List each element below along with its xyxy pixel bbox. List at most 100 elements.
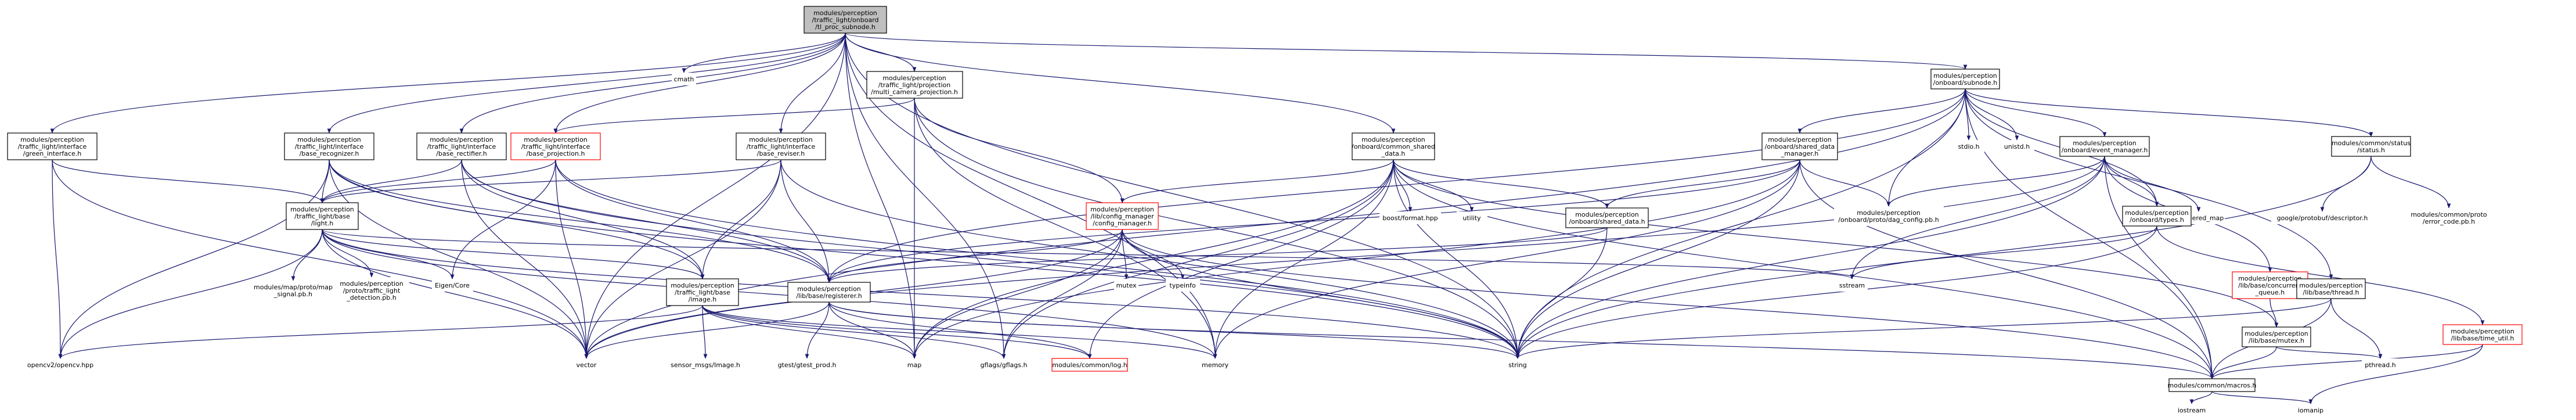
node-label-line: modules/perception [2451, 328, 2514, 335]
node-subnode[interactable]: modules/perception/onboard/subnode.h [1930, 69, 2000, 89]
node-macros[interactable]: modules/common/macros.h [2168, 378, 2257, 392]
node-vector[interactable]: vector [573, 358, 600, 371]
node-box [672, 73, 696, 85]
edge-status-to-string [1515, 156, 2372, 359]
edge-sdm-to-registerer [827, 159, 1800, 283]
node-gflags[interactable]: gflags/gflags.h [975, 358, 1033, 371]
edge-image-to-sensorimg [702, 305, 708, 359]
node-label-line: /light.h [311, 220, 334, 227]
edge-green-to-opencv [52, 159, 63, 359]
nodes-layer: modules/perception/traffic_light/onboard… [7, 6, 2523, 417]
node-rectifier[interactable]: modules/perception/traffic_light/interfa… [416, 132, 507, 160]
node-box [2296, 278, 2366, 299]
node-iomanip[interactable]: iomanip [2296, 404, 2326, 417]
node-label-line: /config_manager.h [1093, 220, 1152, 227]
node-thread[interactable]: modules/perception/lib/base/thread.h [2296, 278, 2366, 299]
edge-evm-to-string [1515, 156, 2105, 359]
node-box [334, 277, 409, 304]
node-typeinfo[interactable]: typeinfo [1166, 279, 1200, 292]
node-tldet[interactable]: modules/perception/proto/traffic_light_d… [334, 277, 409, 304]
edge-cfgmgr-to-map [912, 229, 1123, 359]
node-box [866, 71, 963, 99]
node-cmath[interactable]: cmath [672, 73, 696, 85]
node-map[interactable]: map [906, 358, 923, 371]
node-cfgmgr[interactable]: modules/perception/lib/config_manager/co… [1086, 202, 1159, 230]
node-dagpb[interactable]: modules/perception/onboard/proto/dag_con… [1834, 206, 1944, 226]
node-pthread[interactable]: pthread.h [2362, 358, 2400, 371]
edge-light-to-string [322, 229, 1520, 359]
node-box [284, 132, 374, 160]
edge-registerer-to-macros [828, 301, 2214, 379]
node-label-line: modules/perception [1575, 211, 1639, 218]
edge-subnode-to-status [1965, 88, 2373, 137]
edge-reviser-to-registerer [780, 159, 831, 283]
edge-subnode-to-evm [1965, 88, 2107, 137]
node-box [2442, 324, 2523, 345]
node-lbmutex[interactable]: modules/perception/lib/base/mutex.h [2242, 326, 2311, 347]
edge-csd-to-map [912, 159, 1394, 359]
node-box [1086, 202, 1159, 230]
node-box [804, 6, 887, 34]
node-label-line: /onboard/proto/dag_config.pb.h [1838, 216, 1939, 224]
node-projection[interactable]: modules/perception/traffic_light/interfa… [510, 132, 601, 160]
edge-image-to-memory [702, 305, 1217, 359]
node-timeutil[interactable]: modules/perception/lib/base/time_util.h [2442, 324, 2523, 345]
node-label-line: _detection.pb.h [346, 294, 396, 301]
edge-subnode-to-macros [1965, 88, 2214, 379]
node-image[interactable]: modules/perception/traffic_light/base/im… [666, 278, 739, 306]
node-mcp[interactable]: modules/perception/traffic_light/project… [866, 71, 963, 99]
node-cqueue[interactable]: modules/perception/lib/base/concurrent_q… [2232, 271, 2308, 299]
node-label-line: sensor_msgs/Image.h [671, 361, 740, 369]
node-iostream[interactable]: iostream [2175, 404, 2209, 417]
node-reviser[interactable]: modules/perception/traffic_light/interfa… [736, 132, 826, 160]
node-label-line: /base_reviser.h [757, 150, 805, 157]
node-status[interactable]: modules/common/status/status.h [2331, 136, 2411, 157]
node-label-line: /traffic_light/base [675, 289, 730, 296]
node-box [1761, 132, 1838, 160]
edge-lbmutex-to-pthread [2276, 346, 2383, 359]
node-label-line: modules/perception [20, 136, 84, 143]
edge-reviser-to-light [320, 159, 781, 203]
node-boostfmt[interactable]: boost/format.hpp [1379, 211, 1441, 224]
node-csd[interactable]: modules/perception/onboard/common_shared… [1352, 132, 1435, 160]
node-label-line: /traffic_light/onboard [812, 16, 878, 24]
edge-root-to-subnode [845, 33, 1967, 70]
node-label-line: modules/perception [297, 136, 361, 143]
node-gtest[interactable]: gtest/gtest_prod.h [773, 358, 841, 371]
node-sstream[interactable]: sstream [1837, 279, 1868, 292]
edge-cfgmgr-to-gflags [1001, 229, 1123, 359]
node-opencv[interactable]: opencv2/opencv.hpp [26, 358, 95, 371]
node-evm[interactable]: modules/perception/onboard/event_manager… [2059, 136, 2150, 157]
node-root[interactable]: modules/perception/traffic_light/onboard… [804, 6, 887, 34]
node-box [1837, 279, 1868, 292]
node-sensorimg[interactable]: sensor_msgs/Image.h [669, 358, 741, 371]
node-sdm[interactable]: modules/perception/onboard/shared_data_m… [1761, 132, 1838, 160]
node-types[interactable]: modules/perception/onboard/types.h [2122, 206, 2192, 227]
node-utility[interactable]: utility [1457, 211, 1487, 224]
node-label-line: modules/perception [290, 206, 354, 213]
node-unistd[interactable]: unistd.h [2000, 140, 2034, 153]
node-box [1166, 279, 1200, 292]
node-box [286, 202, 359, 230]
edge-evm-to-dagpb [1886, 156, 2105, 207]
node-recognizer[interactable]: modules/perception/traffic_light/interfa… [284, 132, 374, 160]
node-registerer[interactable]: modules/perception/lib/base/registerer.h [787, 282, 871, 303]
node-eigen[interactable]: Eigen/Core [432, 279, 473, 292]
edge-macros-to-iostream [2189, 391, 2213, 404]
node-mapsig[interactable]: modules/map/proto/map_signal.pb.h [254, 281, 333, 300]
node-label-line: utility [1462, 214, 1481, 222]
node-label-line: memory [1202, 361, 1228, 369]
node-errcode[interactable]: modules/common/proto/error_code.pb.h [2411, 208, 2487, 228]
node-gpbdesc[interactable]: google/protobuf/descriptor.h [2271, 211, 2374, 224]
node-green[interactable]: modules/perception/traffic_light/interfa… [7, 132, 98, 160]
node-label-line: modules/perception [2073, 139, 2137, 147]
node-stdio[interactable]: stdio.h [1954, 140, 1984, 153]
node-mutexh[interactable]: mutex [1114, 279, 1139, 292]
node-shdata[interactable]: modules/perception/onboard/shared_data.h [1565, 207, 1649, 228]
node-memory[interactable]: memory [1202, 358, 1229, 371]
node-string[interactable]: string [1504, 358, 1532, 371]
node-log[interactable]: modules/common/log.h [1051, 358, 1128, 372]
node-light[interactable]: modules/perception/traffic_light/base/li… [286, 202, 359, 230]
node-box [1202, 358, 1229, 371]
node-box [975, 358, 1033, 371]
